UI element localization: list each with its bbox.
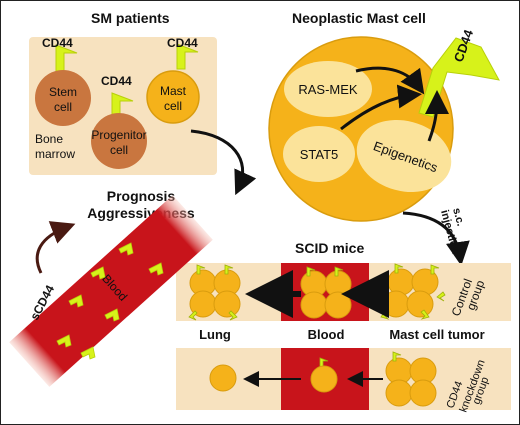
scd44-fragment-icon [118, 242, 134, 256]
epigenetics-ellipse [356, 119, 452, 193]
ras-mek-label: RAS-MEK [298, 82, 358, 97]
progenitor-cell-label-1: Progenitor [91, 128, 146, 142]
injection-arrow [402, 211, 470, 266]
soluble-cd44-fragments [56, 242, 164, 360]
scd44-fragment-icon [56, 334, 72, 348]
blood-label: Blood [308, 327, 345, 342]
scid-mice-title: SCID mice [295, 240, 364, 256]
mast-cell-body [146, 70, 200, 124]
scd44-fragment-icon [68, 294, 84, 308]
progenitor-cell: Progenitor cell [91, 92, 147, 169]
ras-mek-ellipse [284, 61, 372, 117]
epigenetics-arrow [424, 90, 449, 142]
stem-cell-body [35, 70, 91, 126]
scd44-fragment-icon [148, 262, 164, 276]
stem-cell-label-2: cell [54, 100, 72, 114]
stem-cell: Stem cell [35, 44, 91, 126]
mast-cell: Mast cell [146, 43, 200, 124]
stat5-label: STAT5 [300, 147, 339, 162]
knockdown-lung-cell [209, 364, 237, 392]
ras-mek-arrow [355, 66, 425, 95]
stat5-arrow [340, 84, 422, 131]
cd44-receptor-icon [55, 44, 78, 74]
mast-cell-label-1: Mast [160, 84, 187, 98]
prognosis-label: Prognosis [107, 188, 176, 204]
scd44-fragment-icon [90, 266, 106, 280]
knockdown-tumor-cell-cluster [385, 351, 437, 407]
cd44-receptor-icon [319, 357, 329, 368]
progenitor-cell-label-2: cell [110, 143, 128, 157]
lung-label: Lung [199, 327, 231, 342]
stem-cell-label-1: Stem [49, 85, 77, 99]
cd44-receptor-icon [392, 351, 402, 362]
progenitor-cd44-label: CD44 [101, 74, 132, 88]
cd44-receptor-icon [176, 43, 199, 70]
neoplastic-title: Neoplastic Mast cell [292, 10, 426, 26]
diagonal-blood-vessel [9, 195, 213, 387]
knockdown-blood-cell [310, 357, 338, 393]
injection-label-1: s.c. [450, 207, 466, 228]
bone-marrow-label-2: marrow [35, 147, 75, 161]
sm-to-prognosis-arrow [190, 129, 257, 196]
progenitor-cell-body [91, 113, 147, 169]
scd44-fragment-icon [80, 346, 96, 360]
scd44-fragment-icon [104, 308, 120, 322]
scd44-to-prognosis-arrow [35, 221, 76, 274]
stem-cd44-label: CD44 [42, 36, 73, 50]
stat5-ellipse [283, 126, 355, 182]
control-lung-cell-cluster [189, 269, 241, 318]
sm-patients-title: SM patients [91, 10, 170, 26]
control-tumor-cell-cluster [382, 268, 439, 318]
mast-cell-label-2: cell [164, 99, 182, 113]
mast-cd44-label: CD44 [167, 36, 198, 50]
mast-cell-tumor-label: Mast cell tumor [389, 327, 484, 342]
bone-marrow-label-1: Bone [35, 132, 63, 146]
